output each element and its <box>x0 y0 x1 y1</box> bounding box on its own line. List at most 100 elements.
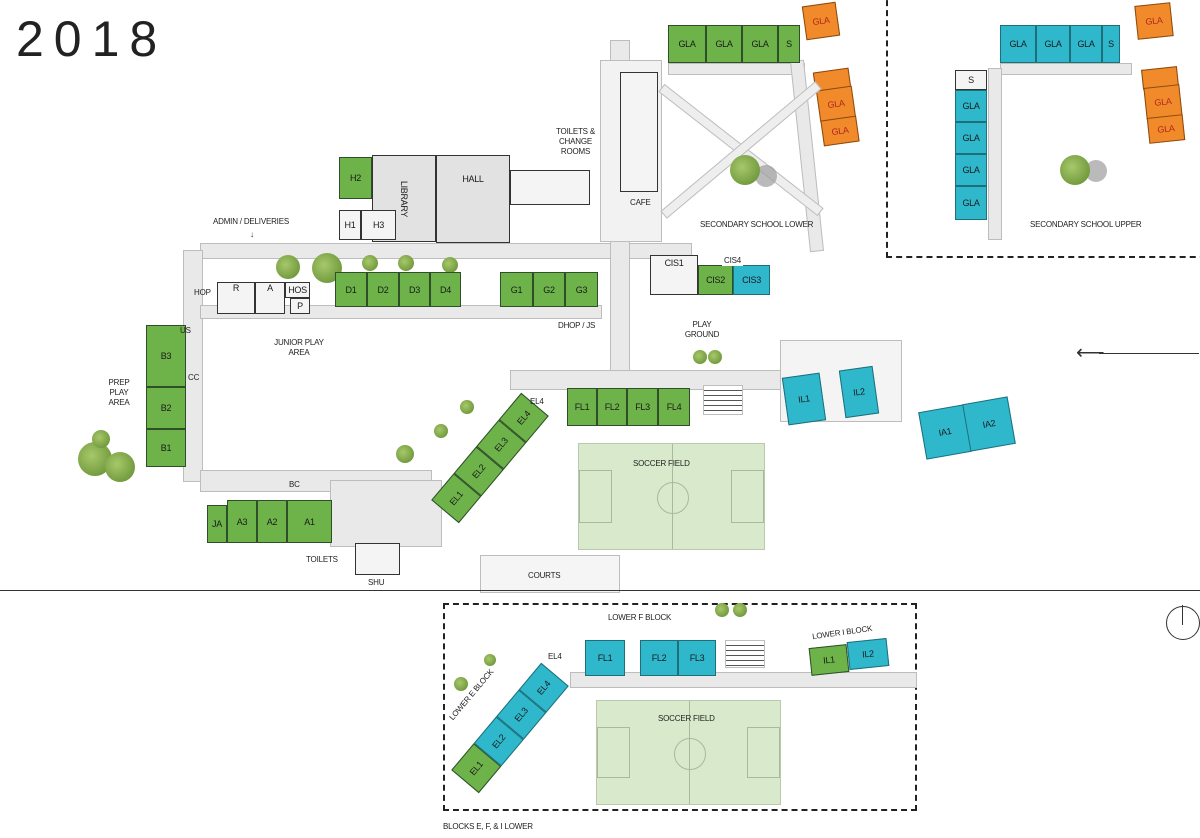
room-gla: GLA <box>955 122 987 154</box>
tree <box>434 424 448 438</box>
label-hall: HALL <box>462 174 484 184</box>
tree <box>693 350 707 364</box>
label-library: LIBRARY <box>398 180 409 217</box>
cafe-building <box>620 72 658 192</box>
room-fl3: FL3 <box>678 640 716 676</box>
walkway-inset <box>570 672 917 688</box>
tree <box>362 255 378 271</box>
soccer-field <box>596 700 781 805</box>
room-ja: JA <box>207 505 227 543</box>
tree <box>442 257 458 273</box>
room-d4: D4 <box>430 272 461 307</box>
room-p: P <box>290 298 310 314</box>
stairs <box>703 385 743 415</box>
room-fl1: FL1 <box>585 640 625 676</box>
room-gla: GLA <box>742 25 778 63</box>
tree <box>733 603 747 617</box>
toilets-building <box>355 543 400 575</box>
label-bc: BC <box>289 480 300 489</box>
label-playground: PLAY GROUND <box>684 320 720 339</box>
label-shu: SHU <box>368 578 385 587</box>
room-gla-orange: GLA <box>820 115 860 147</box>
plan-title: 2018 <box>16 11 168 67</box>
label-toilets-change: TOILETS & CHANGE ROOMS <box>556 127 595 156</box>
room-d2: D2 <box>367 272 399 307</box>
room-hos: HOS <box>285 282 310 298</box>
room-gla-orange: GLA <box>801 1 841 41</box>
tree <box>105 452 135 482</box>
label-admin: ADMIN / DELIVERIES <box>213 217 289 226</box>
north-arrow-icon <box>1166 605 1200 640</box>
room-gla: GLA <box>1000 25 1036 63</box>
room-gla-orange: GLA <box>1146 114 1186 144</box>
label-us: US <box>180 326 191 335</box>
room-il2: IL2 <box>846 637 890 671</box>
tree <box>92 430 110 448</box>
label-cc: CC <box>188 373 200 382</box>
room-b2: B2 <box>146 387 186 429</box>
room-s: S <box>955 70 987 90</box>
label-junior-play: JUNIOR PLAY AREA <box>274 338 324 357</box>
tree <box>454 677 468 691</box>
tree <box>1060 155 1090 185</box>
stairs <box>725 640 765 668</box>
tree-shadow <box>755 165 777 187</box>
label-toilets: TOILETS <box>306 555 338 564</box>
room-s: S <box>778 25 800 63</box>
label-hop: HOP <box>194 288 211 297</box>
label-cafe: CAFE <box>630 198 651 207</box>
room-a2: A2 <box>257 500 287 543</box>
room-fl1: FL1 <box>567 388 597 426</box>
room-fl4: FL4 <box>658 388 690 426</box>
room-a1: A1 <box>287 500 332 543</box>
room-s: S <box>1102 25 1120 63</box>
room-gla: GLA <box>955 90 987 122</box>
tree <box>730 155 760 185</box>
room-cis1: CIS1 <box>650 255 698 295</box>
e-block: EL1 EL2 EL3 EL4 <box>431 392 549 524</box>
walkway-west <box>183 250 203 482</box>
arrow-left-icon: ⟵ <box>1076 340 1199 365</box>
admin-arrow-icon: ↓ <box>250 230 254 239</box>
room-fl3: FL3 <box>627 388 658 426</box>
courts <box>480 555 620 593</box>
tree <box>460 400 474 414</box>
room-cis3: CIS3 <box>733 265 770 295</box>
tree <box>398 255 414 271</box>
walkway-quad <box>668 63 805 75</box>
room-g1: G1 <box>500 272 533 307</box>
room-cis4: CIS4 <box>722 256 743 266</box>
room-cis2: CIS2 <box>698 265 733 295</box>
label-soccer-field: SOCCER FIELD <box>658 714 715 723</box>
label-secondary-lower: SECONDARY SCHOOL LOWER <box>700 220 814 229</box>
room-gla: GLA <box>668 25 706 63</box>
label-el4: EL4 <box>548 652 562 661</box>
room-b3: B3 <box>146 325 186 387</box>
toilets-building <box>510 170 590 205</box>
label-secondary-upper: SECONDARY SCHOOL UPPER <box>1030 220 1142 229</box>
room-fl2: FL2 <box>597 388 627 426</box>
room-h3: H3 <box>361 210 396 240</box>
tree <box>715 603 729 617</box>
room-gla: GLA <box>1036 25 1070 63</box>
room-il2: IL2 <box>838 365 880 419</box>
tree <box>484 654 496 666</box>
inset-caption: BLOCKS E, F, & I LOWER <box>443 822 533 831</box>
label-courts: COURTS <box>528 571 561 580</box>
room-d3: D3 <box>399 272 430 307</box>
room-r: R <box>217 282 255 314</box>
room-ia2: IA2 <box>962 396 1016 452</box>
walkway-plaza <box>330 480 442 547</box>
room-gla: GLA <box>1070 25 1102 63</box>
label-el4: EL4 <box>530 397 544 406</box>
label-prep-play: PREP PLAY AREA <box>108 378 130 407</box>
room-il1: IL1 <box>781 372 827 426</box>
divider-line <box>0 590 1200 591</box>
room-gla: GLA <box>955 186 987 220</box>
walkway-upper-west <box>988 68 1002 240</box>
room-g2: G2 <box>533 272 565 307</box>
room-gla: GLA <box>706 25 742 63</box>
label-lower-f: LOWER F BLOCK <box>608 613 672 622</box>
room-h2: H2 <box>339 157 372 199</box>
room-gla: GLA <box>955 154 987 186</box>
